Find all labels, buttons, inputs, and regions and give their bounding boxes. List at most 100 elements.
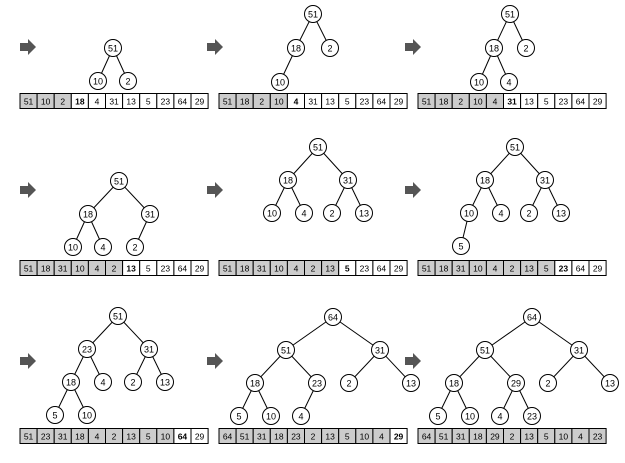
array-cell-value: 10 xyxy=(473,264,483,274)
tree-node-value: 18 xyxy=(83,210,93,220)
array-cell xyxy=(588,260,607,276)
array-cell-value: 23 xyxy=(360,97,370,107)
array-cell-value: 64 xyxy=(178,264,188,274)
tree-node: 10 xyxy=(470,73,488,91)
tree-node-circle xyxy=(371,341,389,359)
tree-node: 2 xyxy=(321,39,339,57)
tree-node-value: 13 xyxy=(406,379,416,389)
tree-node-circle xyxy=(523,407,541,425)
array-cell-value: 29 xyxy=(490,432,500,442)
tree-node: 31 xyxy=(371,341,389,359)
tree-node: 4 xyxy=(94,373,112,391)
tree-node: 51 xyxy=(277,341,295,359)
array-cell-value: 18 xyxy=(240,264,250,274)
array-cell-value: 31 xyxy=(257,264,267,274)
array-cell-value: 2 xyxy=(311,432,316,442)
tree-node-value: 10 xyxy=(465,412,475,422)
tree-node-value: 2 xyxy=(545,379,550,389)
tree-node-circle xyxy=(230,407,248,425)
tree-node-circle xyxy=(517,39,535,57)
array-cell-value: 29 xyxy=(195,432,205,442)
tree-node-circle xyxy=(500,73,518,91)
tree-node: 23 xyxy=(78,340,96,358)
array-cell-value: 4 xyxy=(493,97,498,107)
tree-node-circle xyxy=(470,73,488,91)
tree-node-circle xyxy=(109,307,127,325)
tree-node: 29 xyxy=(507,374,525,392)
array-cell-value: 23 xyxy=(41,432,51,442)
tree-node-value: 2 xyxy=(523,44,528,54)
tree-edge xyxy=(285,316,334,351)
tree-node-circle xyxy=(156,373,174,391)
tree-node: 64 xyxy=(324,308,342,326)
tree-node-value: 23 xyxy=(312,379,322,389)
tree-node-value: 4 xyxy=(301,209,306,219)
array-cell-value: 2 xyxy=(510,432,515,442)
array-cell-value: 5 xyxy=(146,264,151,274)
tree-node-circle xyxy=(476,341,494,359)
tree-node-value: 51 xyxy=(510,143,520,153)
array-cell-value: 51 xyxy=(24,432,34,442)
tree-node-circle xyxy=(309,138,327,156)
array-cell-value: 13 xyxy=(524,264,534,274)
tree-node-circle xyxy=(126,238,144,256)
tree-node-circle xyxy=(355,204,373,222)
tree-node: 51 xyxy=(309,138,327,156)
tree-node-circle xyxy=(263,204,281,222)
tree-node-value: 10 xyxy=(266,412,276,422)
tree-node-circle xyxy=(141,205,159,223)
tree-node: 51 xyxy=(110,172,128,190)
array-cell-value: 2 xyxy=(311,264,316,274)
tree-node-value: 31 xyxy=(343,176,353,186)
array-cell-value: 2 xyxy=(112,432,117,442)
tree-edge xyxy=(531,316,580,351)
tree-node-value: 64 xyxy=(328,313,338,323)
array-cell-value: 31 xyxy=(109,97,119,107)
array-cell xyxy=(588,428,607,444)
tree-node-circle xyxy=(520,204,538,222)
tree-node: 18 xyxy=(62,373,80,391)
array-cell-value: 23 xyxy=(593,432,603,442)
array-cell-value: 51 xyxy=(422,97,432,107)
array-cell-value: 4 xyxy=(379,432,384,442)
array-cell-value: 29 xyxy=(593,264,603,274)
array-cell-value: 64 xyxy=(377,264,387,274)
tree-node: 2 xyxy=(323,204,341,222)
tree-node-value: 4 xyxy=(298,412,303,422)
tree-node-value: 10 xyxy=(82,411,92,421)
tree-node-value: 2 xyxy=(130,378,135,388)
tree-node-circle xyxy=(140,340,158,358)
tree-node-circle xyxy=(339,171,357,189)
tree-node-circle xyxy=(277,341,295,359)
array-cell-value: 64 xyxy=(178,97,188,107)
array-cell-value: 2 xyxy=(259,97,264,107)
tree-node: 4 xyxy=(492,204,510,222)
tree-node: 10 xyxy=(460,204,478,222)
array-cell-value: 10 xyxy=(75,264,85,274)
step-arrow-icon xyxy=(20,353,36,369)
tree-node-value: 31 xyxy=(144,345,154,355)
tree-node-value: 18 xyxy=(250,379,260,389)
tree-node: 10 xyxy=(89,72,107,90)
array-cell-value: 13 xyxy=(325,97,335,107)
tree-node: 18 xyxy=(287,39,305,57)
tree-node-circle xyxy=(536,171,554,189)
tree-node-circle xyxy=(271,73,289,91)
tree-node-value: 51 xyxy=(113,312,123,322)
tree-node-value: 4 xyxy=(100,378,105,388)
tree-node-circle xyxy=(601,374,619,392)
tree-node-value: 4 xyxy=(497,412,502,422)
tree-node-value: 5 xyxy=(458,242,463,252)
step-arrow-icon xyxy=(405,39,421,55)
array-cell-value: 5 xyxy=(345,97,350,107)
tree-node-circle xyxy=(523,308,541,326)
tree-node-circle xyxy=(124,373,142,391)
tree-node-circle xyxy=(402,374,420,392)
